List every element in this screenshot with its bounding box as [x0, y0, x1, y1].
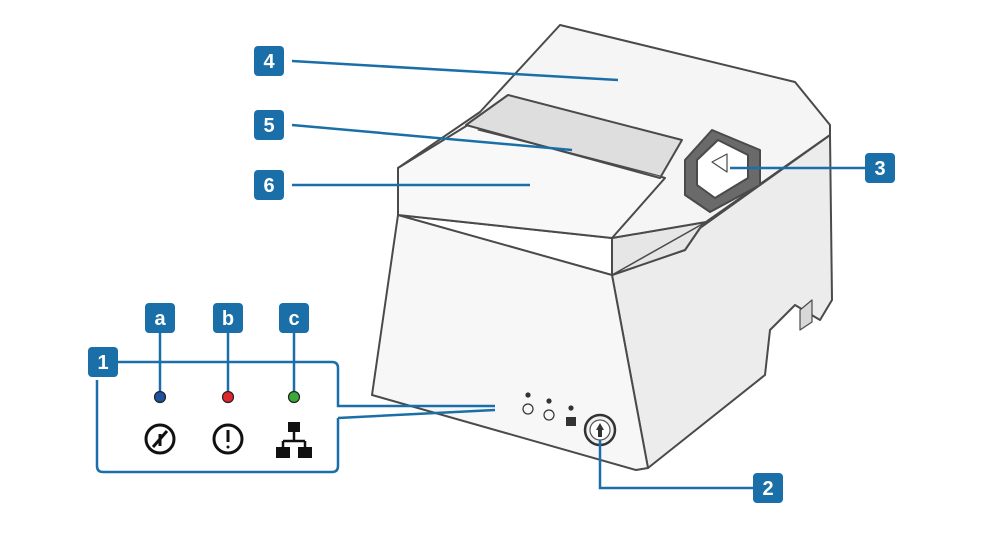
- error-icon: [212, 423, 244, 455]
- callout-badge-4: 4: [254, 46, 284, 76]
- callout-badge-6: 6: [254, 170, 284, 200]
- mini-led-error: [546, 398, 552, 404]
- callout-badge-1-box: [88, 347, 118, 377]
- indicator-badge-b-box: [213, 303, 243, 333]
- indicator-badge-c-label: c: [288, 308, 299, 330]
- mini-led-power: [525, 392, 531, 398]
- power-icon: [144, 423, 176, 455]
- callout-badge-4-label: 4: [263, 51, 275, 73]
- mini-network-icon: [566, 417, 576, 426]
- leader-2: [598, 440, 755, 490]
- indicator-badge-c-box: [279, 303, 309, 333]
- indicator-badge-a: a: [145, 303, 175, 333]
- callout-badge-6-label: 6: [263, 175, 274, 197]
- printer-front-cover: [397, 119, 666, 239]
- printer-indicator-panel: [522, 392, 576, 426]
- right-notch: [799, 299, 813, 331]
- feed-button[interactable]: [583, 413, 617, 447]
- callout-badge-5-box: [254, 110, 284, 140]
- callout-badge-3-box: [865, 153, 895, 183]
- indicator-badge-a-label: a: [154, 308, 166, 330]
- callout-badge-1: 1: [88, 347, 118, 377]
- leader-5: [291, 123, 573, 152]
- indicator-badge-a-box: [145, 303, 175, 333]
- indicator-leds: [153, 390, 301, 404]
- leader-4: [291, 59, 619, 82]
- led-network: [287, 390, 301, 404]
- callout-badge-4-box: [254, 46, 284, 76]
- callout-badge-6-box: [254, 170, 284, 200]
- callout-badge-5-label: 5: [263, 115, 274, 137]
- callout-badge-3: 3: [865, 153, 895, 183]
- led-power: [153, 390, 167, 404]
- callout-badge-2-box: [753, 473, 783, 503]
- mini-power-icon: [522, 403, 534, 415]
- paper-outlet-inner: [477, 129, 661, 177]
- mini-led-network: [568, 405, 574, 411]
- indicator-icons: [144, 422, 312, 458]
- network-icon: [276, 422, 312, 458]
- callout-badge-5: 5: [254, 110, 284, 140]
- cover-lever-mark: [711, 153, 728, 173]
- callout-badge-1-label: 1: [97, 352, 108, 374]
- indicator-badge-b-label: b: [222, 308, 234, 330]
- printer-illustration: [371, 24, 833, 471]
- paper-outlet: [465, 94, 683, 179]
- leader-lines: [95, 59, 866, 490]
- led-error: [221, 390, 235, 404]
- callout-badges: 1 2 3 4 5 6 a b c: [88, 46, 895, 503]
- callout-badge-2-label: 2: [762, 478, 773, 500]
- indicator-badge-c: c: [279, 303, 309, 333]
- front-seam: [397, 214, 707, 276]
- feed-icon: [596, 423, 604, 437]
- indicator-badge-b: b: [213, 303, 243, 333]
- mini-error-icon: [543, 409, 555, 421]
- indicator-callout-box: [95, 360, 496, 474]
- callout-badge-3-label: 3: [874, 158, 885, 180]
- callout-badge-2: 2: [753, 473, 783, 503]
